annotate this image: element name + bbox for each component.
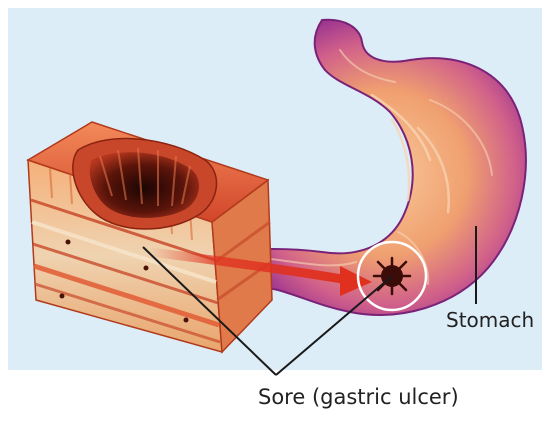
stomach-label: Stomach: [446, 308, 534, 332]
sore-label: Sore (gastric ulcer): [258, 385, 459, 409]
